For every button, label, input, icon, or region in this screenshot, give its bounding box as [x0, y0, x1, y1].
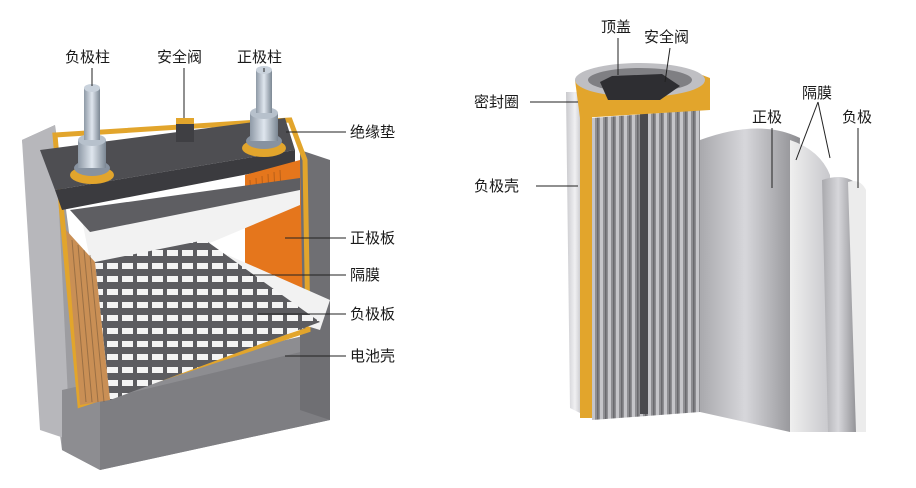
left-safety-valve [176, 122, 194, 142]
label-negative-case: 负极壳 [474, 177, 520, 195]
label-insulating-gasket: 绝缘垫 [350, 123, 396, 141]
label-separator-left: 隔膜 [350, 266, 381, 284]
label-negative-plate: 负极板 [350, 305, 396, 323]
top-valve [600, 74, 680, 100]
label-top-cap: 顶盖 [601, 18, 632, 36]
positive-terminal-post [242, 66, 286, 157]
label-positive-electrode: 正极 [752, 108, 783, 126]
label-negative-terminal: 负极柱 [65, 48, 111, 66]
cylindrical-battery-illustration [566, 63, 866, 432]
negative-shell [566, 92, 584, 415]
label-safety-valve: 安全阀 [157, 48, 203, 66]
left-leader-lines [91, 68, 346, 357]
prismatic-battery-illustration [22, 66, 330, 470]
right-leader-lines [530, 38, 859, 188]
insulation-lining [52, 117, 311, 409]
label-sealing-ring: 密封圈 [474, 93, 520, 111]
label-battery-case: 电池壳 [350, 347, 396, 365]
negative-electrode-sheet [822, 176, 858, 432]
plate-stack-edge [66, 230, 110, 405]
label-negative-electrode: 负极 [842, 108, 873, 126]
label-safety-valve-right: 安全阀 [644, 28, 690, 46]
label-separator-right: 隔膜 [802, 84, 833, 102]
label-positive-plate: 正极板 [350, 229, 396, 247]
negative-plate-grid [95, 240, 320, 400]
negative-terminal-post [70, 84, 114, 184]
separator-layer [790, 140, 830, 432]
positive-electrode-sheet [700, 128, 800, 432]
label-positive-terminal: 正极柱 [237, 48, 283, 66]
